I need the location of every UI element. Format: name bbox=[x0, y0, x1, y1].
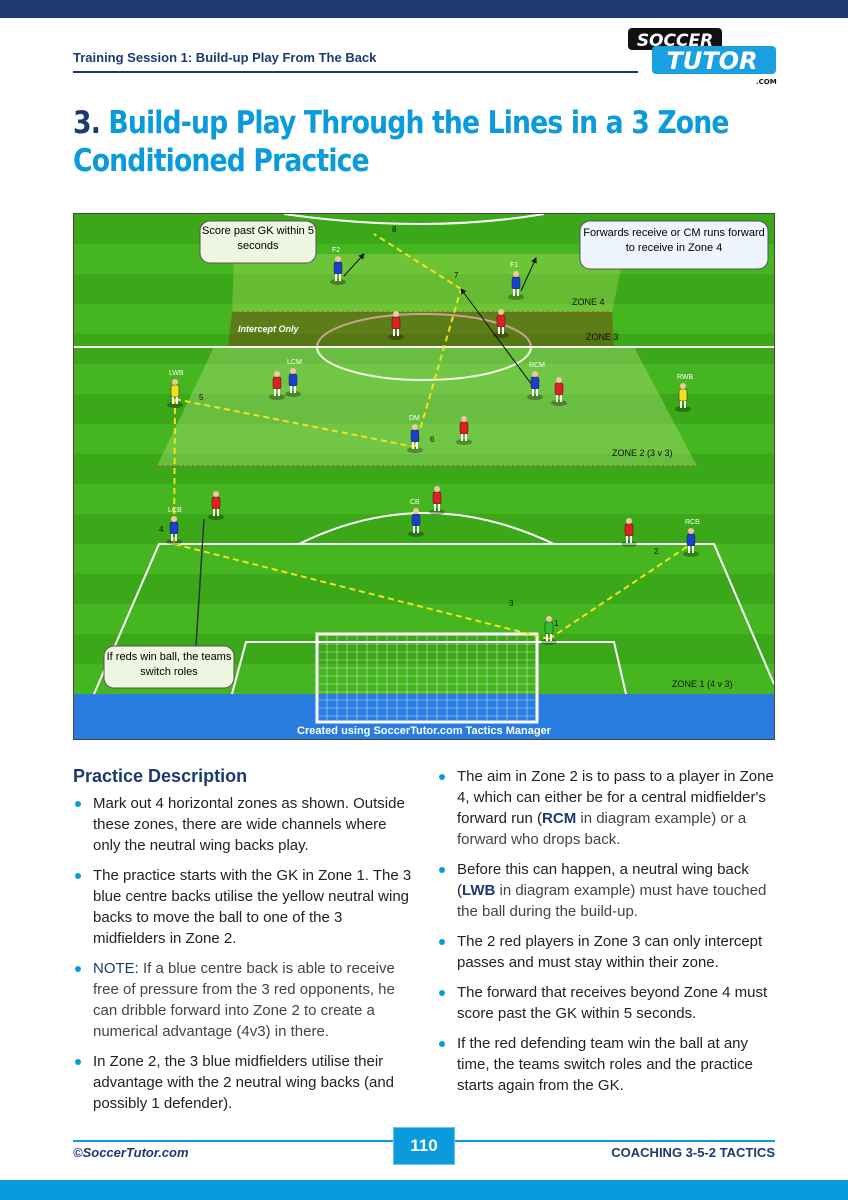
dm-player: DM bbox=[407, 415, 423, 453]
zone2-label: ZONE 2 (3 v 3) bbox=[612, 448, 673, 458]
step-number: 1 bbox=[554, 619, 559, 628]
rwb-player: RWB bbox=[675, 374, 694, 412]
player-label: LCB bbox=[168, 507, 182, 514]
zone3-label: ZONE 3 bbox=[586, 332, 619, 342]
bullet: The forward that receives beyond Zone 4 … bbox=[437, 982, 777, 1024]
svg-text:TUTOR: TUTOR bbox=[666, 47, 757, 75]
run-arrow bbox=[520, 257, 537, 292]
player-label: CB bbox=[410, 499, 420, 506]
footer-copyright: ©SoccerTutor.com bbox=[73, 1145, 189, 1160]
player-label: F2 bbox=[332, 247, 340, 254]
svg-text:.COM: .COM bbox=[756, 78, 777, 86]
run-arrow bbox=[343, 253, 365, 277]
callout-forwards bbox=[579, 220, 769, 270]
pass-arrow bbox=[414, 288, 462, 448]
bullet: The 2 red players in Zone 3 can only int… bbox=[437, 931, 777, 973]
running-header: Training Session 1: Build-up Play From T… bbox=[73, 50, 377, 65]
zone-3 bbox=[228, 312, 614, 346]
footer-rule bbox=[73, 1140, 393, 1142]
rcm-player: RCM bbox=[527, 362, 545, 400]
lwb-player: LWB bbox=[167, 370, 184, 408]
bullet: In Zone 2, the 3 blue midfielders utilis… bbox=[73, 1051, 418, 1114]
bottom-bar bbox=[0, 1180, 848, 1200]
page-title: 3. Build-up Play Through the Lines in a … bbox=[73, 105, 729, 179]
bullet: Mark out 4 horizontal zones as shown. Ou… bbox=[73, 793, 418, 856]
bullet: Before this can happen, a neutral wing b… bbox=[437, 859, 777, 922]
f2-player: F2 bbox=[330, 247, 346, 285]
goal bbox=[315, 632, 539, 724]
footer-rule bbox=[455, 1140, 775, 1142]
gk-player bbox=[541, 616, 557, 645]
step-number: 7 bbox=[454, 271, 459, 280]
player-label: LCM bbox=[287, 359, 302, 366]
pass-arrow bbox=[373, 233, 462, 290]
red-player bbox=[551, 377, 567, 406]
zone4-label: ZONE 4 bbox=[572, 297, 605, 307]
red-player bbox=[388, 311, 404, 340]
description-right: The aim in Zone 2 is to pass to a player… bbox=[437, 766, 777, 1105]
lcm-player: LCM bbox=[285, 359, 302, 397]
intercept-label: Intercept Only bbox=[238, 324, 300, 334]
player-label: DM bbox=[409, 415, 420, 422]
zone-4 bbox=[232, 254, 624, 312]
header-rule bbox=[73, 71, 638, 73]
red-player bbox=[269, 371, 285, 400]
top-bar bbox=[0, 0, 848, 18]
bullet: If the red defending team win the ball a… bbox=[437, 1033, 777, 1096]
red-player bbox=[456, 416, 472, 445]
step-number: 5 bbox=[199, 393, 204, 402]
page-number: 110 bbox=[393, 1127, 455, 1165]
step-number: 8 bbox=[392, 225, 397, 234]
description-heading: Practice Description bbox=[73, 766, 248, 786]
red-player bbox=[429, 486, 445, 515]
pass-arrow bbox=[173, 543, 550, 640]
pass-arrow bbox=[548, 543, 692, 640]
pass-arrow bbox=[174, 398, 416, 448]
description-left: Practice Description Mark out 4 horizont… bbox=[73, 766, 418, 1123]
bullet: The practice starts with the GK in Zone … bbox=[73, 865, 418, 949]
player-label: RWB bbox=[677, 374, 694, 381]
red-player bbox=[208, 491, 224, 520]
player-label: RCM bbox=[529, 362, 545, 369]
soccertutor-logo: SOCCER TUTOR .COM bbox=[628, 28, 777, 86]
bullet: NOTE: If a blue centre back is able to r… bbox=[73, 958, 418, 1042]
player-label: LWB bbox=[169, 370, 184, 377]
player-label: F1 bbox=[510, 262, 518, 269]
callout-switch bbox=[103, 645, 235, 689]
step-number: 2 bbox=[654, 547, 659, 556]
player-label: RCB bbox=[685, 519, 700, 526]
step-number: 4 bbox=[159, 525, 164, 534]
bullet: The aim in Zone 2 is to pass to a player… bbox=[437, 766, 777, 850]
footer-book-title: COACHING 3-5-2 TACTICS bbox=[611, 1145, 775, 1160]
step-number: 3 bbox=[509, 599, 514, 608]
zone1-label: ZONE 1 (4 v 3) bbox=[672, 679, 733, 689]
step-number: 6 bbox=[430, 435, 435, 444]
diagram-credit: Created using SoccerTutor.com Tactics Ma… bbox=[297, 725, 552, 737]
lcb-player: LCB bbox=[166, 507, 182, 545]
f1-player: F1 bbox=[508, 262, 524, 300]
cb-player: CB bbox=[408, 499, 424, 537]
red-player bbox=[493, 309, 509, 338]
run-arrow bbox=[460, 288, 536, 390]
red-player bbox=[621, 518, 637, 547]
callout-score bbox=[199, 220, 317, 264]
rcb-player: RCB bbox=[683, 519, 700, 557]
